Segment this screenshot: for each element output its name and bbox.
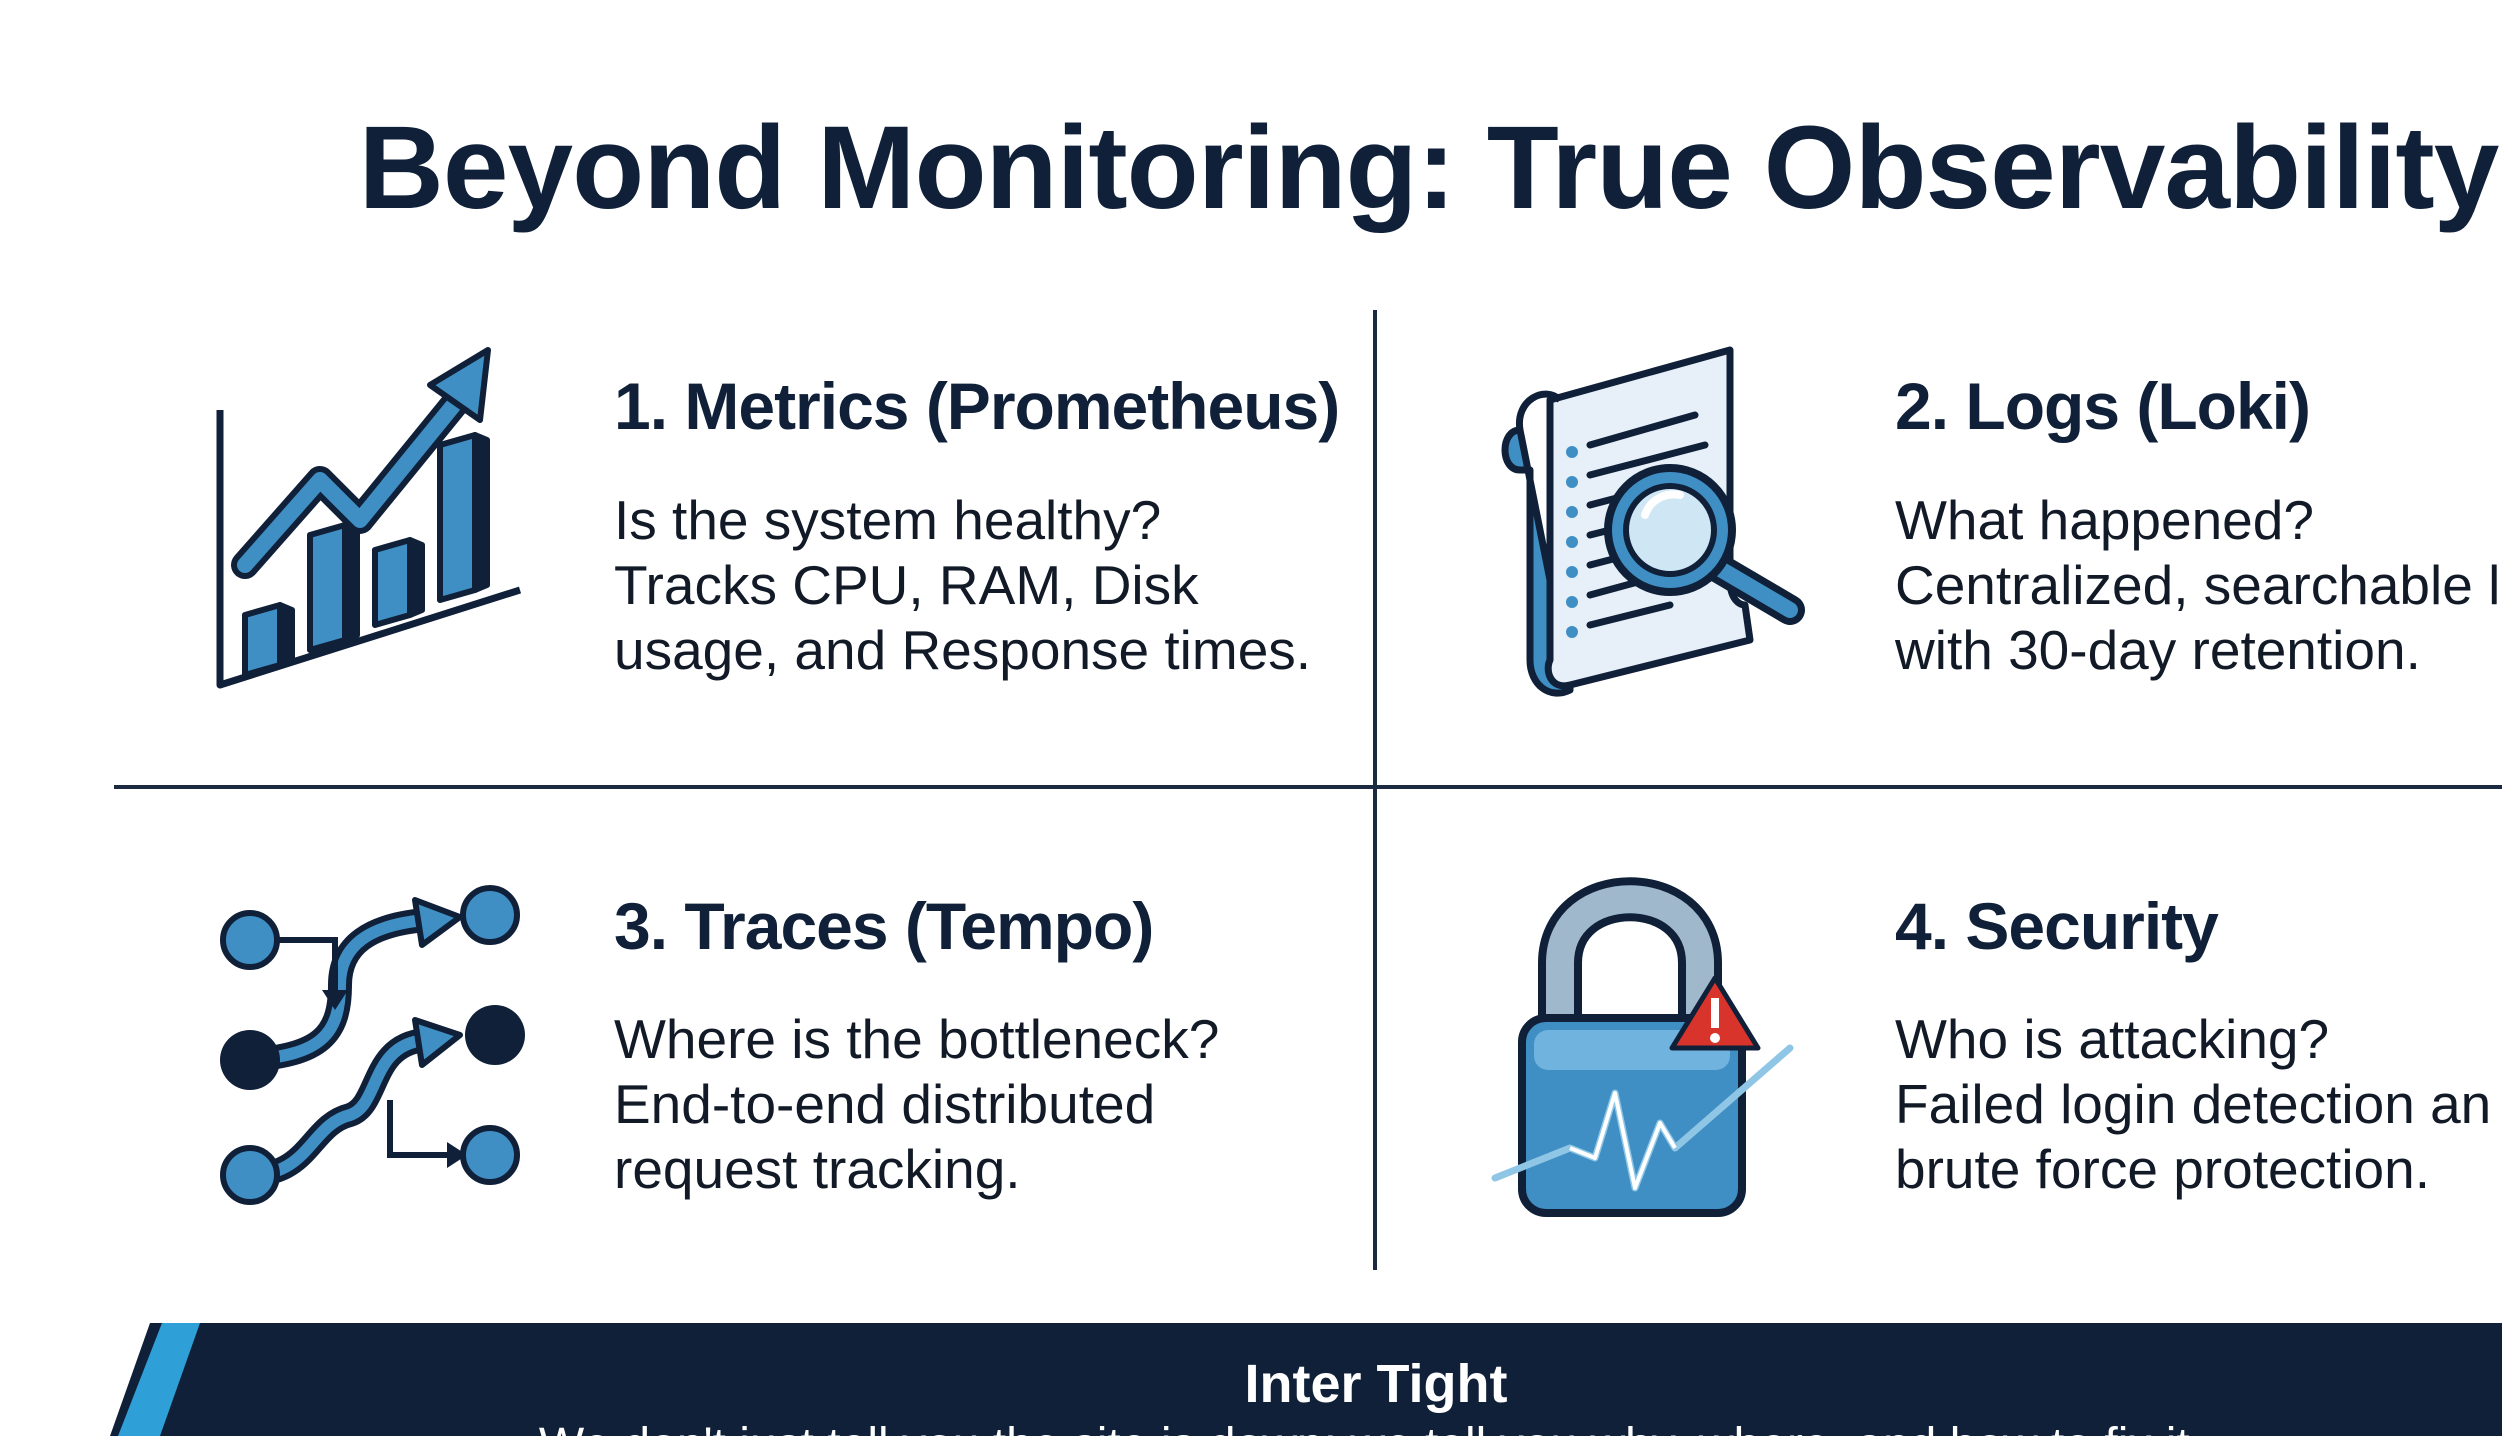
card-traces-description: Where is the bottleneck? End-to-end dist… — [614, 1008, 1220, 1200]
page-title: Beyond Monitoring: True Observability — [358, 102, 2500, 234]
card-metrics-description: Is the system healthy? Tracks CPU, RAM, … — [614, 489, 1312, 681]
bottom-banner: Inter Tight We don't just tell you the s… — [0, 1323, 2502, 1436]
card-security-heading: 4. Security — [1895, 889, 2219, 963]
card-logs-description: What happened? Centralized, searchable l… — [1895, 489, 2502, 681]
banner-title: Inter Tight — [1244, 1354, 1508, 1414]
padlock-alert-icon — [1491, 877, 1794, 1217]
card-traces-heading: 3. Traces (Tempo) — [614, 889, 1154, 963]
grid-divider-horizontal — [114, 785, 2502, 789]
bar-chart-trend-icon — [216, 347, 522, 689]
grid-divider-vertical — [1373, 310, 1377, 1270]
log-scroll-magnifier-icon — [1501, 346, 1805, 697]
trace-flow-icon — [220, 885, 525, 1205]
card-security-description: Who is attacking? Failed login detection… — [1895, 1008, 2492, 1200]
card-logs-heading: 2. Logs (Loki) — [1895, 369, 2311, 443]
card-metrics-heading: 1. Metrics (Prometheus) — [614, 369, 1340, 443]
banner-subtitle: We don't just tell you the site is down;… — [0, 1418, 2502, 1436]
